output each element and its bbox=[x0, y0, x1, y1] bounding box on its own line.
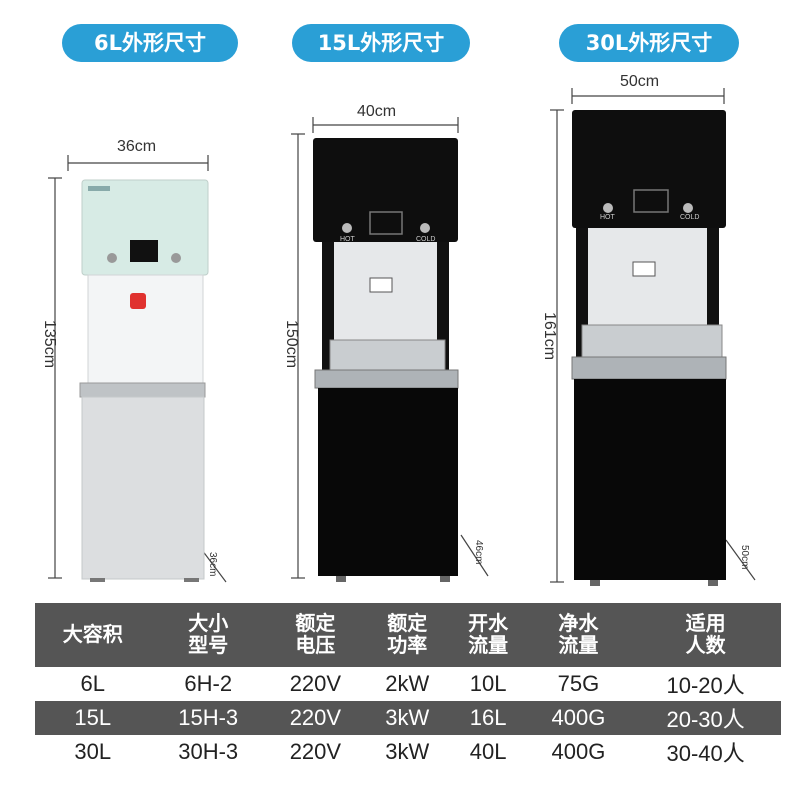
header-people: 适用人数 bbox=[630, 603, 781, 667]
height-label-30l: 161cm bbox=[541, 312, 558, 361]
height-label-6l: 135cm bbox=[41, 320, 58, 369]
table-cell: 3kW bbox=[385, 739, 430, 764]
header-boiling-flow: 开水流量 bbox=[449, 603, 527, 667]
table-cell: 400G bbox=[526, 701, 631, 735]
table-row: 30L 30H-3 220V 3kW 40L 400G 30-40人 bbox=[35, 735, 781, 769]
table-cell: 220V bbox=[289, 671, 342, 696]
table-cell: 10-20人 bbox=[666, 673, 745, 698]
table-header-row: 大容积 大小型号 额定电压 额定功率 开水流量 净水流量 适用人数 bbox=[35, 603, 781, 667]
header-power: 额定功率 bbox=[364, 603, 450, 667]
title-6l: 6L外形尺寸 bbox=[62, 24, 238, 62]
table-cell: 30L bbox=[74, 739, 112, 764]
width-label-30l: 50cm bbox=[620, 73, 660, 90]
table-cell: 400G bbox=[551, 739, 606, 764]
width-label-15l: 40cm bbox=[357, 103, 397, 120]
width-label-6l: 36cm bbox=[117, 138, 157, 155]
machine-15l bbox=[313, 138, 459, 582]
title-15l: 15L外形尺寸 bbox=[292, 24, 470, 62]
table-row: 6L 6H-2 220V 2kW 10L 75G 10-20人 bbox=[35, 667, 781, 701]
table-cell: 20-30人 bbox=[630, 701, 781, 735]
header-voltage: 额定电压 bbox=[265, 603, 365, 667]
table-cell: 40L bbox=[469, 739, 507, 764]
machine-6l bbox=[79, 179, 209, 582]
spec-table: 大容积 大小型号 额定电压 额定功率 开水流量 净水流量 适用人数 6L 6H-… bbox=[35, 603, 781, 769]
table-cell: 220V bbox=[289, 739, 342, 764]
table-cell: 30-40人 bbox=[666, 741, 745, 766]
table-cell: 15H-3 bbox=[150, 701, 266, 735]
table-cell: 10L bbox=[469, 671, 507, 696]
title-30l: 30L外形尺寸 bbox=[559, 24, 739, 62]
depth-label-15l: 46cm bbox=[473, 540, 484, 565]
cold-label-30l: COLD bbox=[680, 214, 700, 221]
table-cell: 75G bbox=[557, 671, 600, 696]
table-cell: 220V bbox=[265, 701, 365, 735]
header-model: 大小型号 bbox=[150, 603, 266, 667]
table-cell: 16L bbox=[449, 701, 527, 735]
table-cell: 6L bbox=[80, 671, 105, 696]
hot-label-15l: HOT bbox=[340, 236, 355, 243]
header-capacity: 大容积 bbox=[35, 603, 151, 667]
table-cell: 30H-3 bbox=[178, 739, 239, 764]
product-illustrations bbox=[48, 88, 756, 586]
hot-label-30l: HOT bbox=[600, 214, 615, 221]
table-cell: 15L bbox=[35, 701, 151, 735]
depth-label-30l: 50cm bbox=[739, 545, 750, 570]
height-label-15l: 150cm bbox=[283, 320, 300, 369]
table-cell: 3kW bbox=[364, 701, 450, 735]
table-row: 15L 15H-3 220V 3kW 16L 400G 20-30人 bbox=[35, 701, 781, 735]
header-pure-flow: 净水流量 bbox=[526, 603, 631, 667]
depth-label-6l: 36cm bbox=[207, 552, 218, 577]
table-cell: 6H-2 bbox=[184, 671, 233, 696]
cold-label-15l: COLD bbox=[416, 236, 436, 243]
table-cell: 2kW bbox=[385, 671, 430, 696]
machine-30l bbox=[571, 110, 727, 586]
